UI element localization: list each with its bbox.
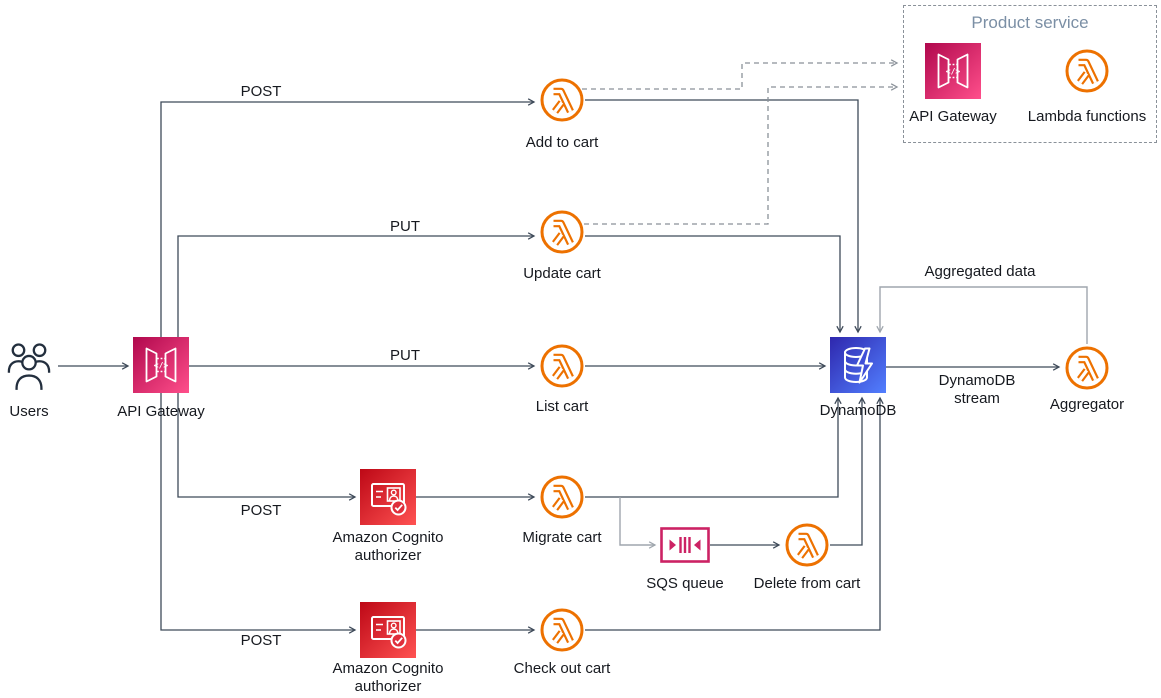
edge-migratecart-to-dynamodb — [585, 396, 842, 498]
add-to-cart-label: Add to cart — [525, 134, 599, 151]
api-gateway-label: API Gateway — [117, 403, 205, 420]
list-cart-lambda-icon — [539, 343, 585, 394]
edge-apigw-to-cognito-bottom — [160, 393, 357, 634]
product-lambda-icon — [1064, 48, 1110, 99]
list-cart-label: List cart — [535, 398, 589, 415]
edge-label-put-update: PUT — [390, 218, 420, 235]
edge-aggregator-to-dynamodb-aggregated — [876, 286, 1088, 344]
sqs-queue-label: SQS queue — [646, 575, 724, 592]
product-api-gateway-icon — [925, 43, 981, 104]
add-to-cart-lambda-icon — [539, 77, 585, 128]
edge-apigw-to-cognito-top — [177, 393, 357, 501]
users-label: Users — [9, 403, 49, 420]
aggregator-label: Aggregator — [1049, 396, 1125, 413]
users-icon — [7, 341, 51, 396]
cognito-authorizer-top-label: Amazon Cognito authorizer — [332, 529, 444, 564]
check-out-cart-label: Check out cart — [513, 660, 611, 677]
edge-label-post-add: POST — [240, 83, 282, 100]
edge-label-aggregated-data: Aggregated data — [924, 263, 1036, 280]
dynamodb-label: DynamoDB — [819, 402, 897, 419]
cognito-authorizer-bottom-icon — [360, 602, 416, 663]
edge-apigw-to-addtocart — [160, 98, 536, 337]
delete-from-cart-label: Delete from cart — [753, 575, 861, 592]
product-api-gateway-label: API Gateway — [909, 108, 997, 125]
aggregator-lambda-icon — [1064, 345, 1110, 396]
product-service-title: Product service — [971, 13, 1089, 32]
edge-migratecart-to-sqs — [619, 497, 657, 549]
edge-label-post-migrate: POST — [240, 502, 282, 519]
edge-label-dynamodb-stream: DynamoDB stream — [938, 372, 1016, 407]
cognito-authorizer-bottom-label: Amazon Cognito authorizer — [332, 660, 444, 695]
edge-updatecart-to-dynamodb — [585, 235, 844, 334]
delete-from-cart-lambda-icon — [784, 522, 830, 573]
dynamodb-icon — [830, 337, 886, 398]
update-cart-lambda-icon — [539, 209, 585, 260]
edge-label-post-checkout: POST — [240, 632, 282, 649]
edge-label-put-list: PUT — [390, 347, 420, 364]
api-gateway-icon — [133, 337, 189, 398]
migrate-cart-label: Migrate cart — [522, 529, 602, 546]
migrate-cart-lambda-icon — [539, 474, 585, 525]
edge-addtocart-to-productservice — [582, 59, 899, 90]
edge-apigw-to-updatecart — [177, 232, 536, 337]
product-lambda-label: Lambda functions — [1027, 108, 1147, 125]
sqs-queue-icon — [660, 527, 710, 568]
edge-deletefromcart-to-dynamodb — [830, 396, 866, 546]
cognito-authorizer-top-icon — [360, 469, 416, 530]
update-cart-label: Update cart — [523, 265, 601, 282]
edge-updatecart-to-productservice — [584, 83, 899, 225]
edge-addtocart-to-dynamodb — [585, 99, 862, 334]
edge-checkoutcart-to-dynamodb — [585, 396, 884, 631]
check-out-cart-lambda-icon — [539, 607, 585, 658]
